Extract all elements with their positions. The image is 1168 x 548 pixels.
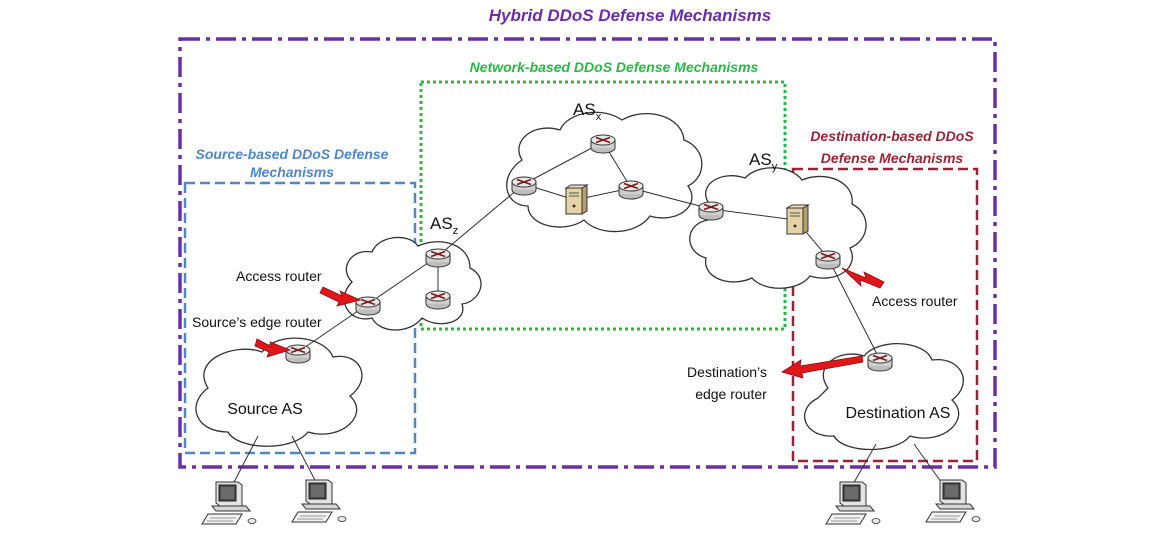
as-x-label: ASx — [573, 100, 602, 123]
source-as-label: Source AS — [227, 401, 303, 418]
destination-title-line1: Destination-based DDoS — [810, 128, 974, 144]
as-z-label: ASz — [430, 214, 458, 237]
source-as-cloud — [195, 337, 363, 447]
computer-icon — [925, 479, 981, 523]
as-z-cloud — [343, 236, 482, 331]
source-edge-router-label: Source’s edge router — [192, 314, 322, 330]
source-title-line1: Source-based DDoS Defense — [196, 146, 389, 162]
destination-as-label: Destination AS — [846, 405, 951, 422]
destination-edge-router-label-line1: Destination’s — [687, 364, 767, 380]
computer-icon — [825, 481, 881, 525]
destination-as-cloud — [803, 343, 964, 451]
as-y-label: ASy — [749, 150, 778, 173]
hybrid-title: Hybrid DDoS Defense Mechanisms — [489, 6, 771, 25]
computer-icon — [201, 481, 257, 525]
as-x-cloud — [506, 111, 703, 233]
computer-icon — [291, 479, 347, 523]
as-z-router-icon — [425, 290, 451, 310]
server-icon — [786, 204, 809, 235]
hybrid-region-box — [178, 37, 997, 469]
as-z-router-icon — [425, 248, 451, 268]
destination-access-router-icon — [815, 250, 841, 270]
server-icon — [565, 184, 588, 215]
as-x-router-icon — [618, 180, 644, 200]
source-title-line2: Mechanisms — [250, 164, 334, 180]
source-access-router-label: Access router — [236, 268, 322, 284]
as-x-router-icon — [511, 176, 537, 196]
destination-access-router-label: Access router — [872, 293, 958, 309]
destination-edge-router-label-line2: edge router — [695, 386, 767, 402]
source-edge-router-arrow — [254, 338, 292, 358]
network-title: Network-based DDoS Defense Mechanisms — [470, 59, 759, 75]
destination-edge-router-arrow — [781, 355, 864, 379]
destination-access-router-arrow — [841, 267, 885, 289]
destination-region-box — [791, 167, 979, 463]
source-access-router-arrow — [319, 286, 362, 307]
as-y-router-icon — [698, 201, 724, 221]
destination-title-line2: Defense Mechanisms — [821, 150, 964, 166]
as-x-router-icon — [590, 134, 616, 154]
as-y-cloud — [689, 167, 867, 289]
destination-edge-router-icon — [867, 352, 893, 372]
source-edge-router-icon — [285, 344, 311, 364]
